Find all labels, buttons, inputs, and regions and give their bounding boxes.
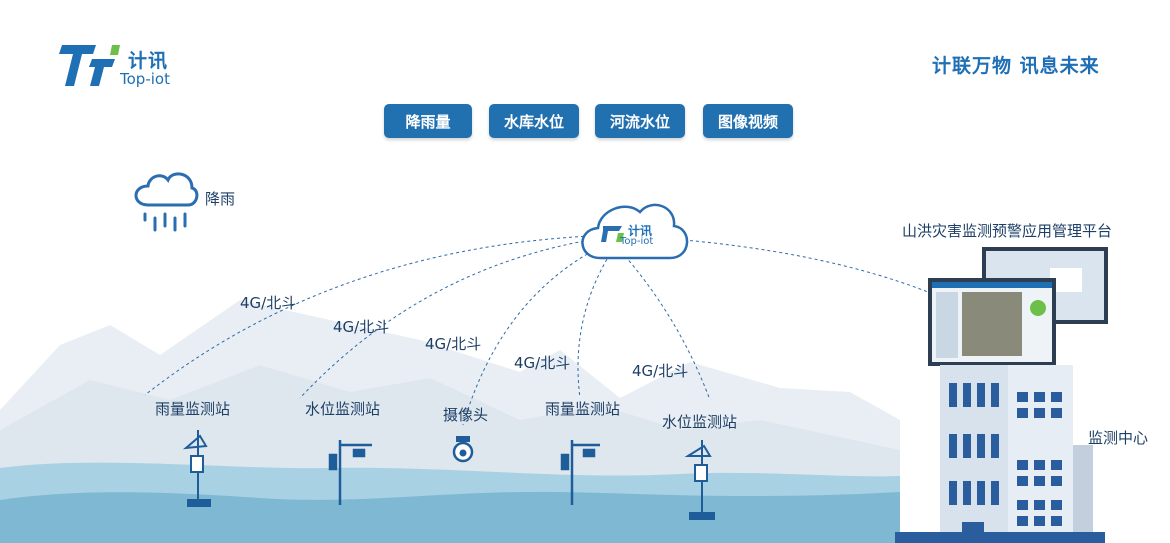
camera-icon bbox=[452, 436, 474, 463]
cloud-brand-name: 计讯 bbox=[628, 224, 653, 238]
building-window bbox=[977, 383, 985, 407]
tab-image-video[interactable]: 图像视频 bbox=[703, 104, 793, 138]
rain-cloud-icon bbox=[134, 172, 199, 232]
building-window bbox=[1017, 392, 1028, 402]
building-window bbox=[991, 383, 999, 407]
cloud-brand-name-en: Top-iot bbox=[620, 236, 654, 247]
rain-station-2-icon bbox=[684, 440, 715, 520]
building-window bbox=[963, 481, 971, 505]
platform-monitors-icon bbox=[928, 247, 1108, 374]
link-line-1 bbox=[144, 235, 591, 396]
building-window bbox=[1034, 516, 1045, 526]
station-label-rain-2: 雨量监测站 bbox=[545, 400, 621, 418]
brand-name-en: Top-iot bbox=[120, 70, 170, 88]
link-line-4 bbox=[577, 253, 611, 399]
building-window bbox=[1051, 392, 1062, 402]
building-window bbox=[1017, 408, 1028, 418]
building-windows bbox=[949, 383, 1062, 526]
building-window bbox=[1034, 460, 1045, 470]
link-line-6 bbox=[659, 237, 929, 293]
link-label-3: 4G/北斗 bbox=[425, 335, 482, 353]
tab-reservoir-level[interactable]: 水库水位 bbox=[489, 104, 579, 138]
link-label-4: 4G/北斗 bbox=[514, 354, 571, 372]
station-label-water-1: 水位监测站 bbox=[305, 400, 381, 418]
cloud-platform-icon bbox=[581, 203, 689, 260]
water-station-1-icon bbox=[328, 440, 372, 505]
building-window bbox=[1034, 392, 1045, 402]
building-window bbox=[977, 434, 985, 458]
link-line-3 bbox=[462, 247, 599, 426]
building-window bbox=[1017, 516, 1028, 526]
building-window bbox=[963, 434, 971, 458]
building-window bbox=[1051, 516, 1062, 526]
building-window bbox=[1051, 408, 1062, 418]
rain-station-1-icon bbox=[182, 430, 211, 507]
building-window bbox=[1034, 408, 1045, 418]
link-line-5 bbox=[624, 255, 711, 401]
building-icon bbox=[895, 365, 1105, 543]
station-label-camera: 摄像头 bbox=[443, 406, 489, 424]
building-window bbox=[1017, 476, 1028, 486]
brand-name: 计讯 bbox=[128, 50, 169, 72]
building-window bbox=[977, 481, 985, 505]
tab-river-level[interactable]: 河流水位 bbox=[595, 104, 685, 138]
rain-label: 降雨 bbox=[205, 190, 236, 208]
building-window bbox=[1017, 500, 1028, 510]
water-station-2-icon bbox=[560, 440, 600, 505]
building-window bbox=[949, 383, 957, 407]
building-window bbox=[963, 383, 971, 407]
building-window bbox=[1051, 476, 1062, 486]
station-label-water-2: 水位监测站 bbox=[662, 413, 738, 431]
link-line-2 bbox=[299, 239, 591, 399]
tab-rainfall[interactable]: 降雨量 bbox=[384, 104, 472, 138]
link-label-2: 4G/北斗 bbox=[333, 318, 390, 336]
monitoring-center-label: 监测中心 bbox=[1088, 429, 1149, 447]
link-label-1: 4G/北斗 bbox=[240, 294, 297, 312]
building-window bbox=[1051, 500, 1062, 510]
building-window bbox=[1034, 476, 1045, 486]
building-window bbox=[949, 434, 957, 458]
building-window bbox=[1034, 500, 1045, 510]
building-window bbox=[1051, 460, 1062, 470]
building-window bbox=[991, 434, 999, 458]
link-lines bbox=[144, 235, 929, 426]
building-window bbox=[949, 481, 957, 505]
slogan: 计联万物 讯息未来 bbox=[932, 55, 1100, 77]
water-dark bbox=[0, 491, 900, 543]
building-window bbox=[991, 481, 999, 505]
platform-label: 山洪灾害监测预警应用管理平台 bbox=[902, 222, 1113, 240]
station-label-rain-1: 雨量监测站 bbox=[155, 400, 231, 418]
logo-mark-icon bbox=[59, 45, 120, 86]
link-label-5: 4G/北斗 bbox=[632, 362, 689, 380]
building-window bbox=[1017, 460, 1028, 470]
